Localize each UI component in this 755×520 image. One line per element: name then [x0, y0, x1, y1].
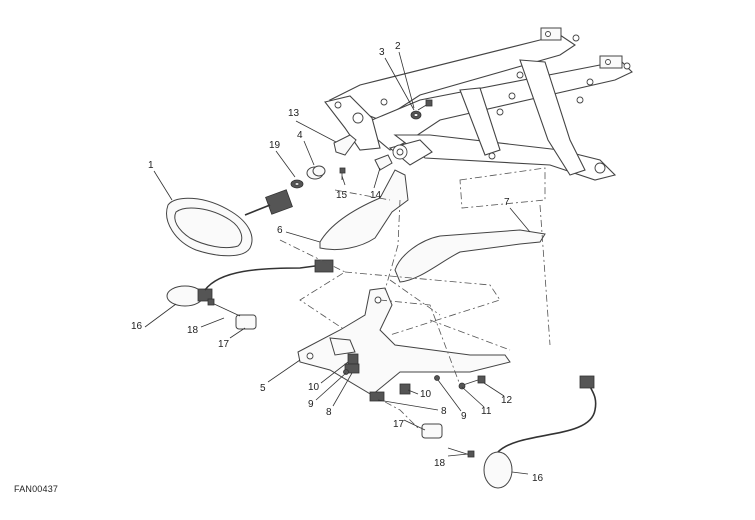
screw-11	[458, 379, 479, 390]
callout-13: 13	[288, 108, 300, 119]
callout-16-left: 16	[131, 321, 143, 332]
callout-8-right: 8	[441, 406, 447, 417]
callout-10-right: 10	[420, 389, 432, 400]
bolt-18-left	[207, 298, 241, 317]
screw-9-left	[343, 369, 349, 375]
callout-10-left: 10	[308, 382, 320, 393]
rubber-17-left	[235, 314, 257, 330]
callout-7: 7	[504, 197, 510, 208]
screw-2	[417, 99, 433, 111]
callout-14: 14	[370, 190, 382, 201]
callout-1: 1	[148, 160, 154, 171]
callout-17-right: 17	[393, 419, 405, 430]
callout-17-left: 17	[218, 339, 230, 350]
callout-5: 5	[260, 383, 266, 394]
callout-2: 2	[395, 41, 401, 52]
washer-3	[410, 110, 422, 120]
callout-12: 12	[501, 395, 513, 406]
callout-8-left: 8	[326, 407, 332, 418]
callout-18-left: 18	[187, 325, 199, 336]
callout-3: 3	[379, 47, 385, 58]
cover-7	[394, 229, 546, 283]
callout-19: 19	[269, 140, 281, 151]
tail-light	[166, 189, 293, 257]
bushing-4	[306, 165, 326, 180]
nut-10-right	[399, 383, 411, 395]
turn-indicator-left	[166, 259, 334, 307]
cover-6	[319, 169, 409, 251]
callout-16-right: 16	[532, 473, 544, 484]
bracket-13	[333, 134, 357, 156]
screw-9-right	[434, 375, 440, 381]
callout-6: 6	[277, 225, 283, 236]
callout-15: 15	[336, 190, 348, 201]
callout-9-right: 9	[461, 411, 467, 422]
callout-leaders	[144, 51, 531, 475]
callout-11: 11	[481, 406, 492, 417]
rear-subframe	[324, 27, 633, 181]
figure-code: FAN00437	[14, 484, 59, 494]
clip-14	[374, 154, 393, 171]
clip-12	[477, 375, 486, 384]
callout-4: 4	[297, 130, 303, 141]
spacer-19	[290, 179, 304, 189]
assembly-lines	[279, 167, 551, 431]
callout-18-right: 18	[434, 458, 446, 469]
callout-9-left: 9	[308, 399, 314, 410]
rubber-17-right	[421, 423, 443, 439]
reflector-8-right	[369, 391, 385, 402]
nut-10-left	[347, 353, 359, 365]
turn-indicator-right	[483, 375, 597, 489]
